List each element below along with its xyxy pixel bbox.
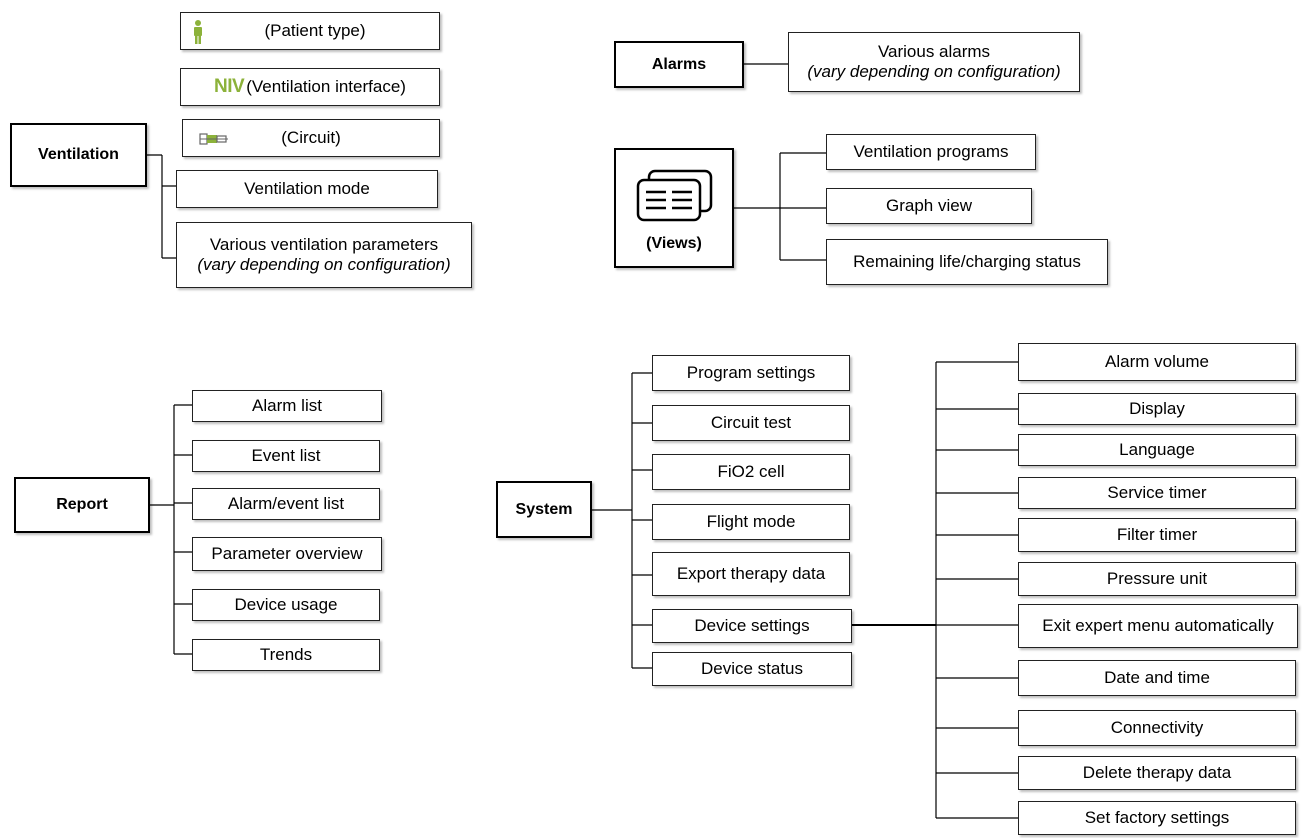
exit-expert-menu-label: Exit expert menu automatically (1042, 616, 1274, 635)
filter-timer-node[interactable]: Filter timer (1018, 518, 1296, 552)
system-node[interactable]: System (496, 481, 592, 538)
connectivity-label: Connectivity (1110, 718, 1204, 737)
pressure-unit-label: Pressure unit (1106, 569, 1208, 588)
remaining-life-label: Remaining life/charging status (853, 252, 1081, 271)
ventilation-parameters-node[interactable]: Various ventilation parameters (vary dep… (176, 222, 472, 288)
ventilation-title: Ventilation (38, 146, 119, 163)
program-settings-node[interactable]: Program settings (652, 355, 850, 391)
event-list-label: Event list (251, 446, 321, 465)
delete-therapy-data-node[interactable]: Delete therapy data (1018, 756, 1296, 790)
report-node[interactable]: Report (14, 477, 150, 533)
ventilation-programs-node[interactable]: Ventilation programs (826, 134, 1036, 170)
connectivity-node[interactable]: Connectivity (1018, 710, 1296, 746)
alarm-volume-label: Alarm volume (1105, 352, 1209, 371)
ventilation-mode-node[interactable]: Ventilation mode (176, 170, 438, 208)
display-label: Display (1129, 399, 1185, 418)
alarm-event-list-node[interactable]: Alarm/event list (192, 488, 380, 520)
circuit-test-label: Circuit test (710, 413, 792, 432)
flight-mode-node[interactable]: Flight mode (652, 504, 850, 540)
filter-timer-label: Filter timer (1116, 525, 1198, 544)
delete-therapy-data-label: Delete therapy data (1082, 763, 1232, 782)
set-factory-settings-label: Set factory settings (1084, 808, 1230, 827)
graph-view-node[interactable]: Graph view (826, 188, 1032, 224)
export-therapy-data-label: Export therapy data (676, 564, 826, 583)
program-settings-label: Program settings (686, 363, 816, 382)
parameter-overview-node[interactable]: Parameter overview (192, 537, 382, 571)
event-list-node[interactable]: Event list (192, 440, 380, 472)
ventilation-parameters-label: Various ventilation parameters (209, 235, 439, 254)
device-status-label: Device status (700, 659, 804, 678)
pressure-unit-node[interactable]: Pressure unit (1018, 562, 1296, 596)
ventilation-node[interactable]: Ventilation (10, 123, 147, 187)
service-timer-node[interactable]: Service timer (1018, 477, 1296, 509)
circuit-label: (Circuit) (281, 128, 341, 147)
alarms-node[interactable]: Alarms (614, 41, 744, 88)
language-label: Language (1119, 440, 1195, 459)
views-node[interactable]: (Views) (614, 148, 734, 268)
graph-view-label: Graph view (886, 196, 972, 215)
alarm-list-node[interactable]: Alarm list (192, 390, 382, 422)
circuit-node[interactable]: (Circuit) (182, 119, 440, 157)
circuit-icon (199, 131, 229, 152)
ventilation-parameters-note: (vary depending on configuration) (197, 255, 451, 274)
date-time-label: Date and time (1104, 668, 1210, 687)
ventilation-interface-node[interactable]: NIV (Ventilation interface) (180, 68, 440, 106)
flight-mode-label: Flight mode (706, 512, 796, 531)
display-node[interactable]: Display (1018, 393, 1296, 425)
patient-icon (191, 20, 205, 49)
fio2-cell-label: FiO2 cell (717, 462, 785, 481)
circuit-test-node[interactable]: Circuit test (652, 405, 850, 441)
niv-icon: NIV (214, 76, 245, 97)
device-usage-node[interactable]: Device usage (192, 589, 380, 621)
patient-type-label: (Patient type) (264, 21, 366, 40)
trends-label: Trends (259, 645, 313, 664)
views-icon (634, 168, 714, 230)
date-time-node[interactable]: Date and time (1018, 660, 1296, 696)
device-settings-label: Device settings (694, 616, 810, 635)
remaining-life-node[interactable]: Remaining life/charging status (826, 239, 1108, 285)
trends-node[interactable]: Trends (192, 639, 380, 671)
device-status-node[interactable]: Device status (652, 652, 852, 686)
exit-expert-menu-node[interactable]: Exit expert menu automatically (1018, 604, 1298, 648)
patient-type-node[interactable]: (Patient type) (180, 12, 440, 50)
ventilation-interface-label: (Ventilation interface) (246, 77, 406, 96)
various-alarms-note: (vary depending on configuration) (807, 62, 1061, 81)
system-title: System (515, 500, 573, 518)
fio2-cell-node[interactable]: FiO2 cell (652, 454, 850, 490)
alarm-volume-node[interactable]: Alarm volume (1018, 343, 1296, 381)
views-title: (Views) (646, 235, 702, 252)
alarms-title: Alarms (651, 55, 707, 73)
ventilation-mode-label: Ventilation mode (244, 179, 370, 198)
various-alarms-node[interactable]: Various alarms (vary depending on config… (788, 32, 1080, 92)
alarm-list-label: Alarm list (252, 396, 322, 415)
service-timer-label: Service timer (1107, 483, 1207, 502)
export-therapy-data-node[interactable]: Export therapy data (652, 552, 850, 596)
language-node[interactable]: Language (1018, 434, 1296, 466)
device-usage-label: Device usage (234, 595, 338, 614)
alarm-event-list-label: Alarm/event list (227, 494, 345, 513)
various-alarms-label: Various alarms (877, 42, 991, 61)
parameter-overview-label: Parameter overview (211, 544, 363, 563)
report-title: Report (56, 496, 108, 513)
ventilation-programs-label: Ventilation programs (853, 142, 1009, 161)
set-factory-settings-node[interactable]: Set factory settings (1018, 801, 1296, 835)
device-settings-node[interactable]: Device settings (652, 609, 852, 643)
